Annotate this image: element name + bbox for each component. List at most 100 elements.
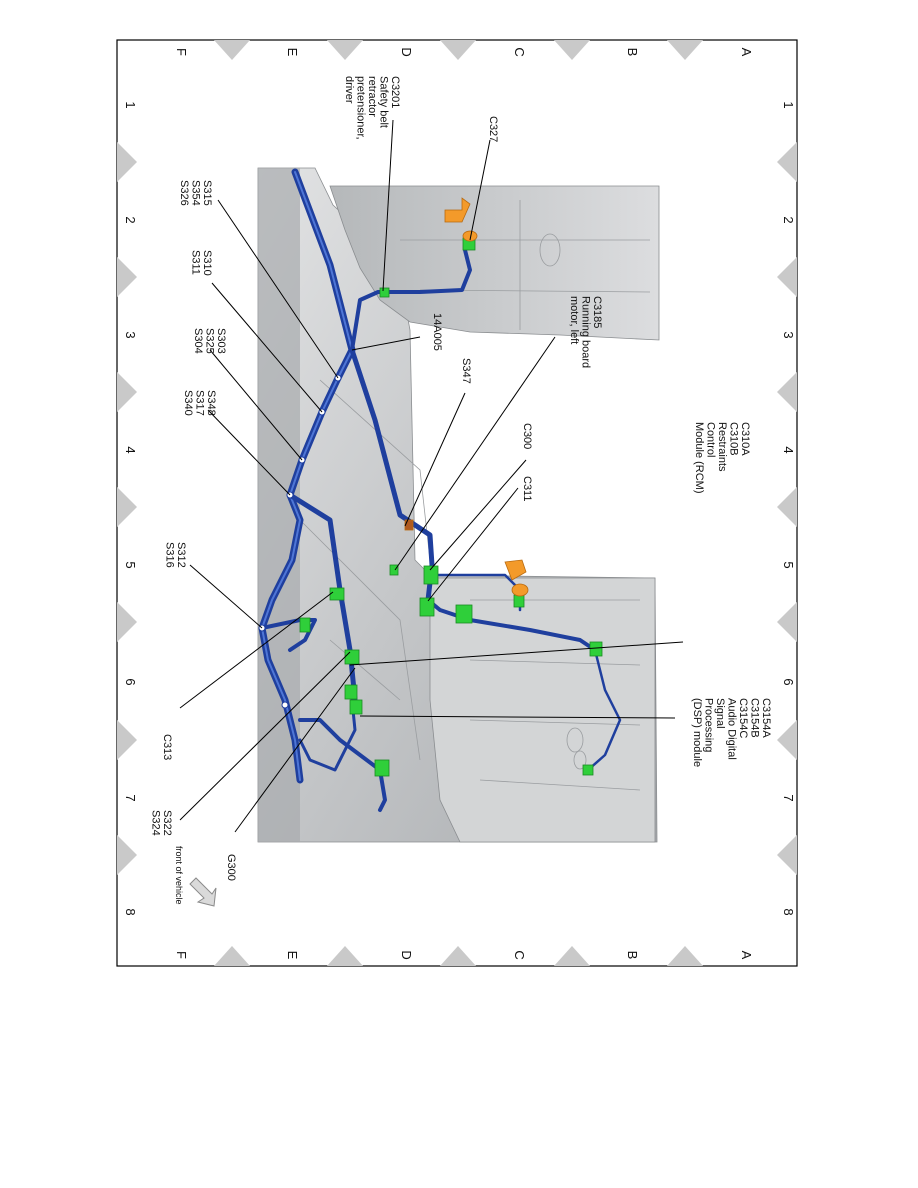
- callout-line: S315: [201, 180, 213, 206]
- callout-line: Processing: [703, 698, 715, 752]
- callout-line: driver: [343, 76, 355, 104]
- grid-row-label-bottom: B: [625, 951, 640, 960]
- callout-line: C310B: [728, 422, 740, 456]
- grid-column-label-left: 7: [123, 794, 138, 801]
- callout-line: S348: [205, 390, 217, 416]
- grid-tick-right: [777, 487, 797, 527]
- callout-line: C3154B: [749, 698, 761, 738]
- orange-connector-lower-cap: [511, 583, 529, 597]
- connector-dsp-b: [349, 699, 363, 715]
- connector-c3201: [379, 287, 390, 298]
- vehicle-body: [257, 167, 660, 843]
- grid-tick-right: [777, 835, 797, 875]
- callout-line: C3185: [591, 296, 603, 328]
- grid-tick-top: [327, 40, 363, 60]
- callout-line: S347: [460, 358, 472, 384]
- orange-connector-lower: [504, 559, 527, 581]
- callout-line: C300: [521, 423, 533, 449]
- callout-line: S303: [215, 328, 227, 354]
- grid-tick-left: [117, 372, 137, 412]
- grid-row-label-bottom: C: [512, 950, 527, 959]
- callout-line: S304: [192, 328, 204, 354]
- connector-c311: [419, 597, 435, 617]
- callout-line: S311: [190, 250, 202, 275]
- callout-line: S310: [201, 250, 213, 276]
- callout-line: G300: [225, 854, 237, 881]
- grid-column-label-right: 6: [781, 678, 796, 685]
- grid-row-label-top: E: [285, 48, 300, 57]
- grid-tick-bottom: [667, 946, 703, 966]
- orange-connector-upper: [444, 197, 471, 223]
- grid-tick-top: [554, 40, 590, 60]
- callout-line: (DSP) module: [691, 698, 703, 767]
- grid-column-label-left: 5: [123, 561, 138, 568]
- front-of-vehicle-indicator: front of vehicle: [174, 846, 217, 907]
- connector-c300: [423, 565, 439, 585]
- callout-line: C3154A: [760, 698, 772, 738]
- grid-tick-left: [117, 602, 137, 642]
- grid-row-label-bottom: A: [739, 951, 754, 960]
- grid-tick-left: [117, 257, 137, 297]
- callout-line: Module (RCM): [693, 422, 705, 494]
- grid-tick-top: [440, 40, 476, 60]
- connector-s347: [389, 564, 399, 576]
- grid-tick-top: [214, 40, 250, 60]
- callout-line: S316: [164, 542, 176, 568]
- callout-line: Signal: [714, 698, 726, 729]
- connector-misc4: [513, 594, 525, 608]
- callout-line: C3201: [389, 76, 401, 108]
- grid-tick-right: [777, 372, 797, 412]
- grid-tick-bottom: [214, 946, 250, 966]
- orange-connector-small: [404, 519, 414, 531]
- grid-row-label-top: F: [174, 48, 189, 56]
- grid-row-label-top: A: [739, 48, 754, 57]
- callout-c300: C300: [521, 423, 533, 449]
- callout-line: 14A005: [431, 313, 443, 351]
- grid-column-label-right: 3: [781, 331, 796, 338]
- connectors: [299, 237, 603, 777]
- callout-line: S326: [178, 180, 190, 206]
- grid-row-label-bottom: F: [174, 951, 189, 959]
- callout-line: Safety belt: [378, 76, 390, 128]
- sill-panel: [258, 168, 300, 842]
- callout-c313: C313: [161, 734, 173, 760]
- front-arrow-icon: [189, 877, 217, 907]
- callout-g300: G300: [225, 854, 237, 881]
- grid-tick-left: [117, 835, 137, 875]
- connector-c3185: [589, 641, 603, 657]
- grid-tick-left: [117, 487, 137, 527]
- grid-column-label-left: 3: [123, 331, 138, 338]
- grid-row-label-top: D: [399, 47, 414, 56]
- callout-line: C310A: [739, 422, 751, 456]
- callout-line: S354: [190, 180, 202, 206]
- grid-column-label-left: 1: [123, 101, 138, 108]
- grid-column-label-right: 2: [781, 216, 796, 223]
- grid-tick-bottom: [440, 946, 476, 966]
- leader-lines: [179, 119, 684, 833]
- grid-tick-right: [777, 257, 797, 297]
- callout-line: Running board: [580, 296, 592, 368]
- connector-rcm: [455, 604, 473, 624]
- callout-line: S325: [204, 328, 216, 354]
- grid-column-label-left: 2: [123, 216, 138, 223]
- grid-tick-left: [117, 720, 137, 760]
- connector-c313: [329, 587, 345, 601]
- callout-line: C327: [487, 116, 499, 142]
- connector-misc3: [582, 764, 594, 776]
- grid-tick-bottom: [554, 946, 590, 966]
- callout-line: Control: [705, 422, 717, 457]
- callout-c311: C311: [521, 476, 533, 501]
- grid-column-label-right: 7: [781, 794, 796, 801]
- grid-column-label-left: 6: [123, 678, 138, 685]
- grid-tick-left: [117, 142, 137, 182]
